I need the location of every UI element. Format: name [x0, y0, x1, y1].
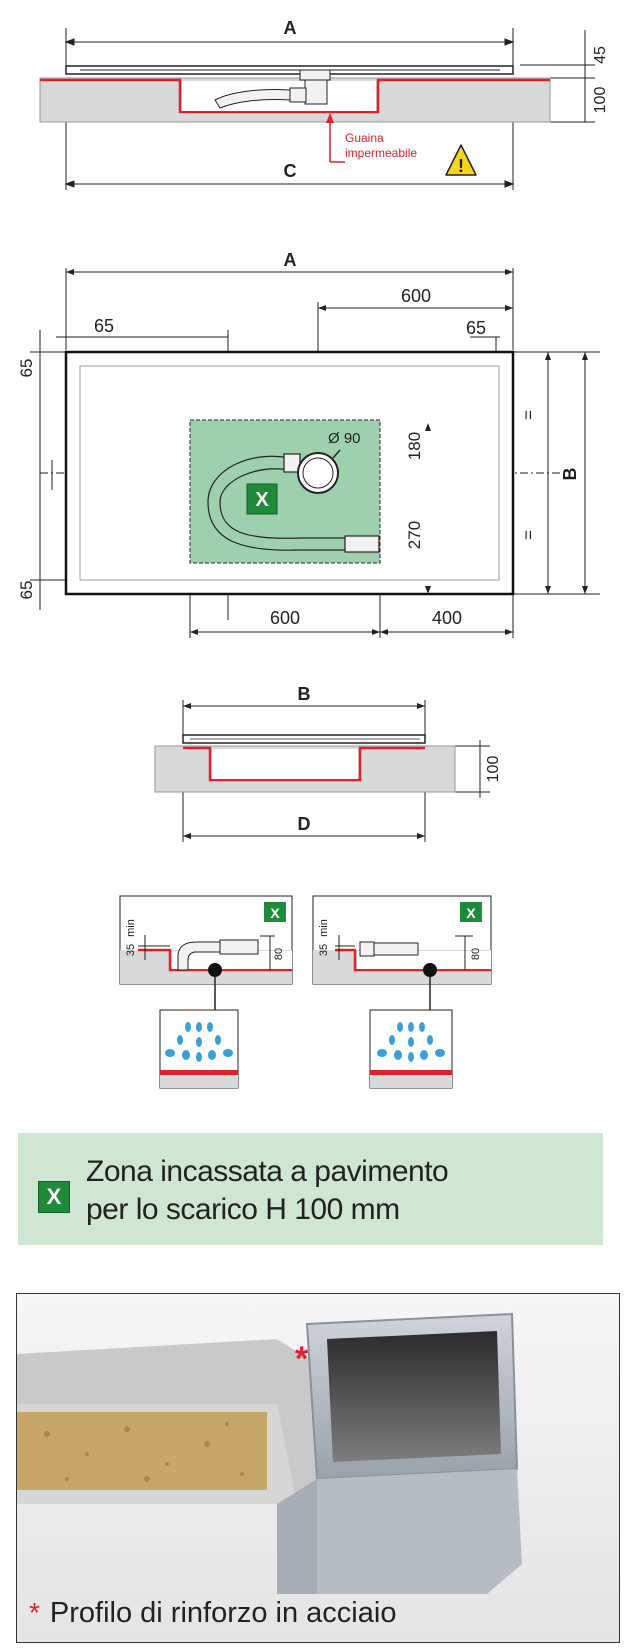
legend-panel: X Zona incassata a pavimento per lo scar…	[18, 1133, 603, 1245]
dim-bottom-600: 600	[270, 608, 300, 628]
svg-text:X: X	[270, 905, 280, 921]
svg-text:X: X	[466, 905, 476, 921]
dim-35: 35	[318, 944, 330, 956]
waterproof-membrane	[183, 746, 425, 782]
legend-text: Zona incassata a pavimento per lo scaric…	[86, 1153, 449, 1229]
water-drops-icon	[165, 1022, 233, 1062]
svg-text:!: !	[458, 156, 464, 176]
top-section-drawing: ! A C 45 100 Guaina impermeabile	[39, 18, 609, 190]
legend-line-1: Zona incassata a pavimento	[86, 1155, 449, 1188]
svg-text:X: X	[255, 489, 269, 511]
dim-bottom-400: 400	[432, 608, 462, 628]
label-C: C	[284, 161, 297, 181]
dim-100: 100	[485, 756, 502, 783]
dim-100: 100	[592, 87, 609, 114]
label-B: B	[560, 468, 580, 481]
dim-270: 270	[405, 521, 424, 549]
profile-photo: * * Profilo di rinforzo in acciaio	[16, 1293, 620, 1643]
waterproof-membrane	[40, 78, 550, 114]
callout-line2: impermeabile	[345, 146, 417, 160]
dim-180: 180	[405, 432, 424, 460]
detail-left-drawing: X 35 min 80	[119, 895, 293, 1089]
zone-badge	[246, 483, 278, 515]
dim-min: min	[318, 919, 330, 937]
legend-badge: X	[38, 1181, 70, 1213]
detail-badge	[460, 902, 482, 922]
callout-line1: Guaina	[345, 131, 384, 145]
dim-diameter: Ø 90	[328, 430, 361, 447]
label-B: B	[298, 684, 311, 704]
dim-45: 45	[592, 46, 609, 64]
dim-80: 80	[273, 948, 285, 960]
steel-profile-image: *	[17, 1294, 619, 1642]
dim-left-65: 65	[94, 316, 114, 336]
plan-view-drawing: X A 600 65 65 65 65 Ø 90 180 270 = = B 6…	[17, 250, 600, 638]
detail-badge	[264, 902, 286, 922]
drain-hose	[207, 453, 380, 553]
water-drops-icon	[377, 1022, 445, 1062]
label-A: A	[284, 18, 297, 38]
label-D: D	[298, 814, 311, 834]
detail-right-drawing: X 35 min 80	[312, 895, 492, 1089]
caption-star: *	[29, 1597, 40, 1628]
label-A: A	[284, 250, 297, 270]
caption-text: Profilo di rinforzo in acciaio	[49, 1597, 397, 1629]
reinforcement-star: *	[295, 1340, 309, 1378]
legend-line-2: per lo scarico H 100 mm	[86, 1193, 400, 1226]
drain-outlet	[297, 452, 339, 494]
dim-side-top-65: 65	[17, 359, 36, 378]
dim-35: 35	[125, 944, 137, 956]
equal-mark-top: =	[519, 410, 538, 420]
dim-min: min	[125, 919, 137, 937]
dim-80: 80	[470, 948, 482, 960]
warning-triangle-icon: !	[445, 144, 477, 176]
photo-caption: * Profilo di rinforzo in acciaio	[29, 1597, 396, 1630]
dim-side-bottom-65: 65	[17, 581, 36, 600]
side-section-drawing: B D 100	[154, 684, 502, 842]
dim-top-600: 600	[401, 286, 431, 306]
equal-mark-bottom: =	[519, 530, 538, 540]
drain-pipe	[214, 69, 331, 109]
dim-right-65: 65	[466, 318, 486, 338]
